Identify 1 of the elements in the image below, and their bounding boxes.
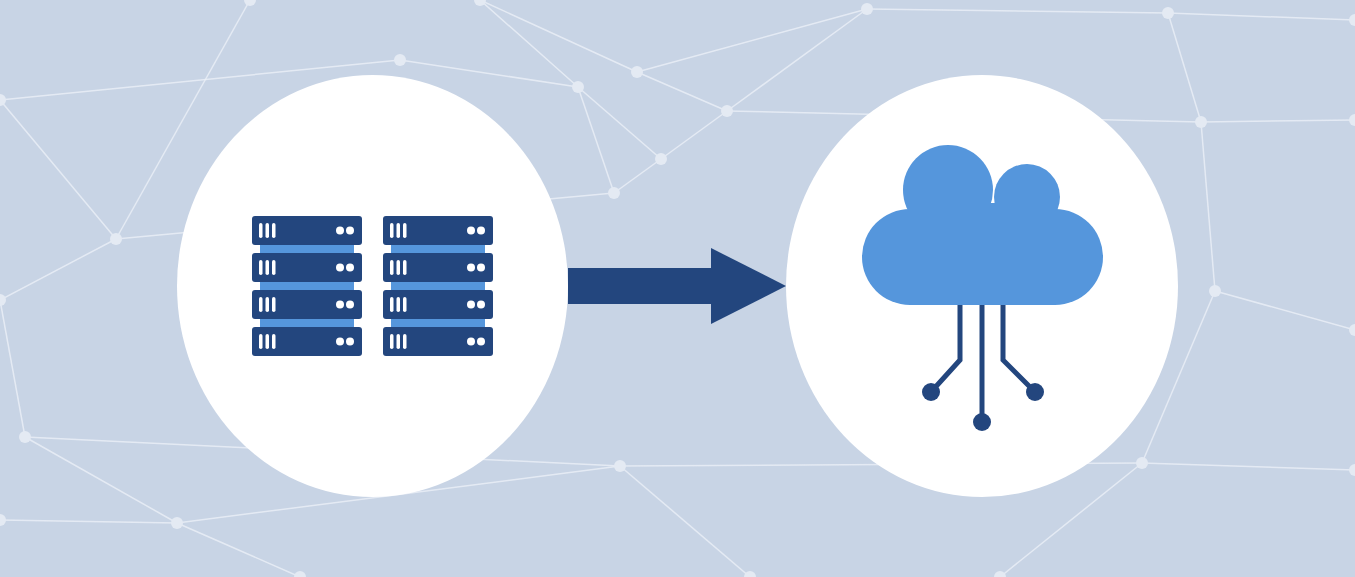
arrow: [568, 248, 786, 324]
